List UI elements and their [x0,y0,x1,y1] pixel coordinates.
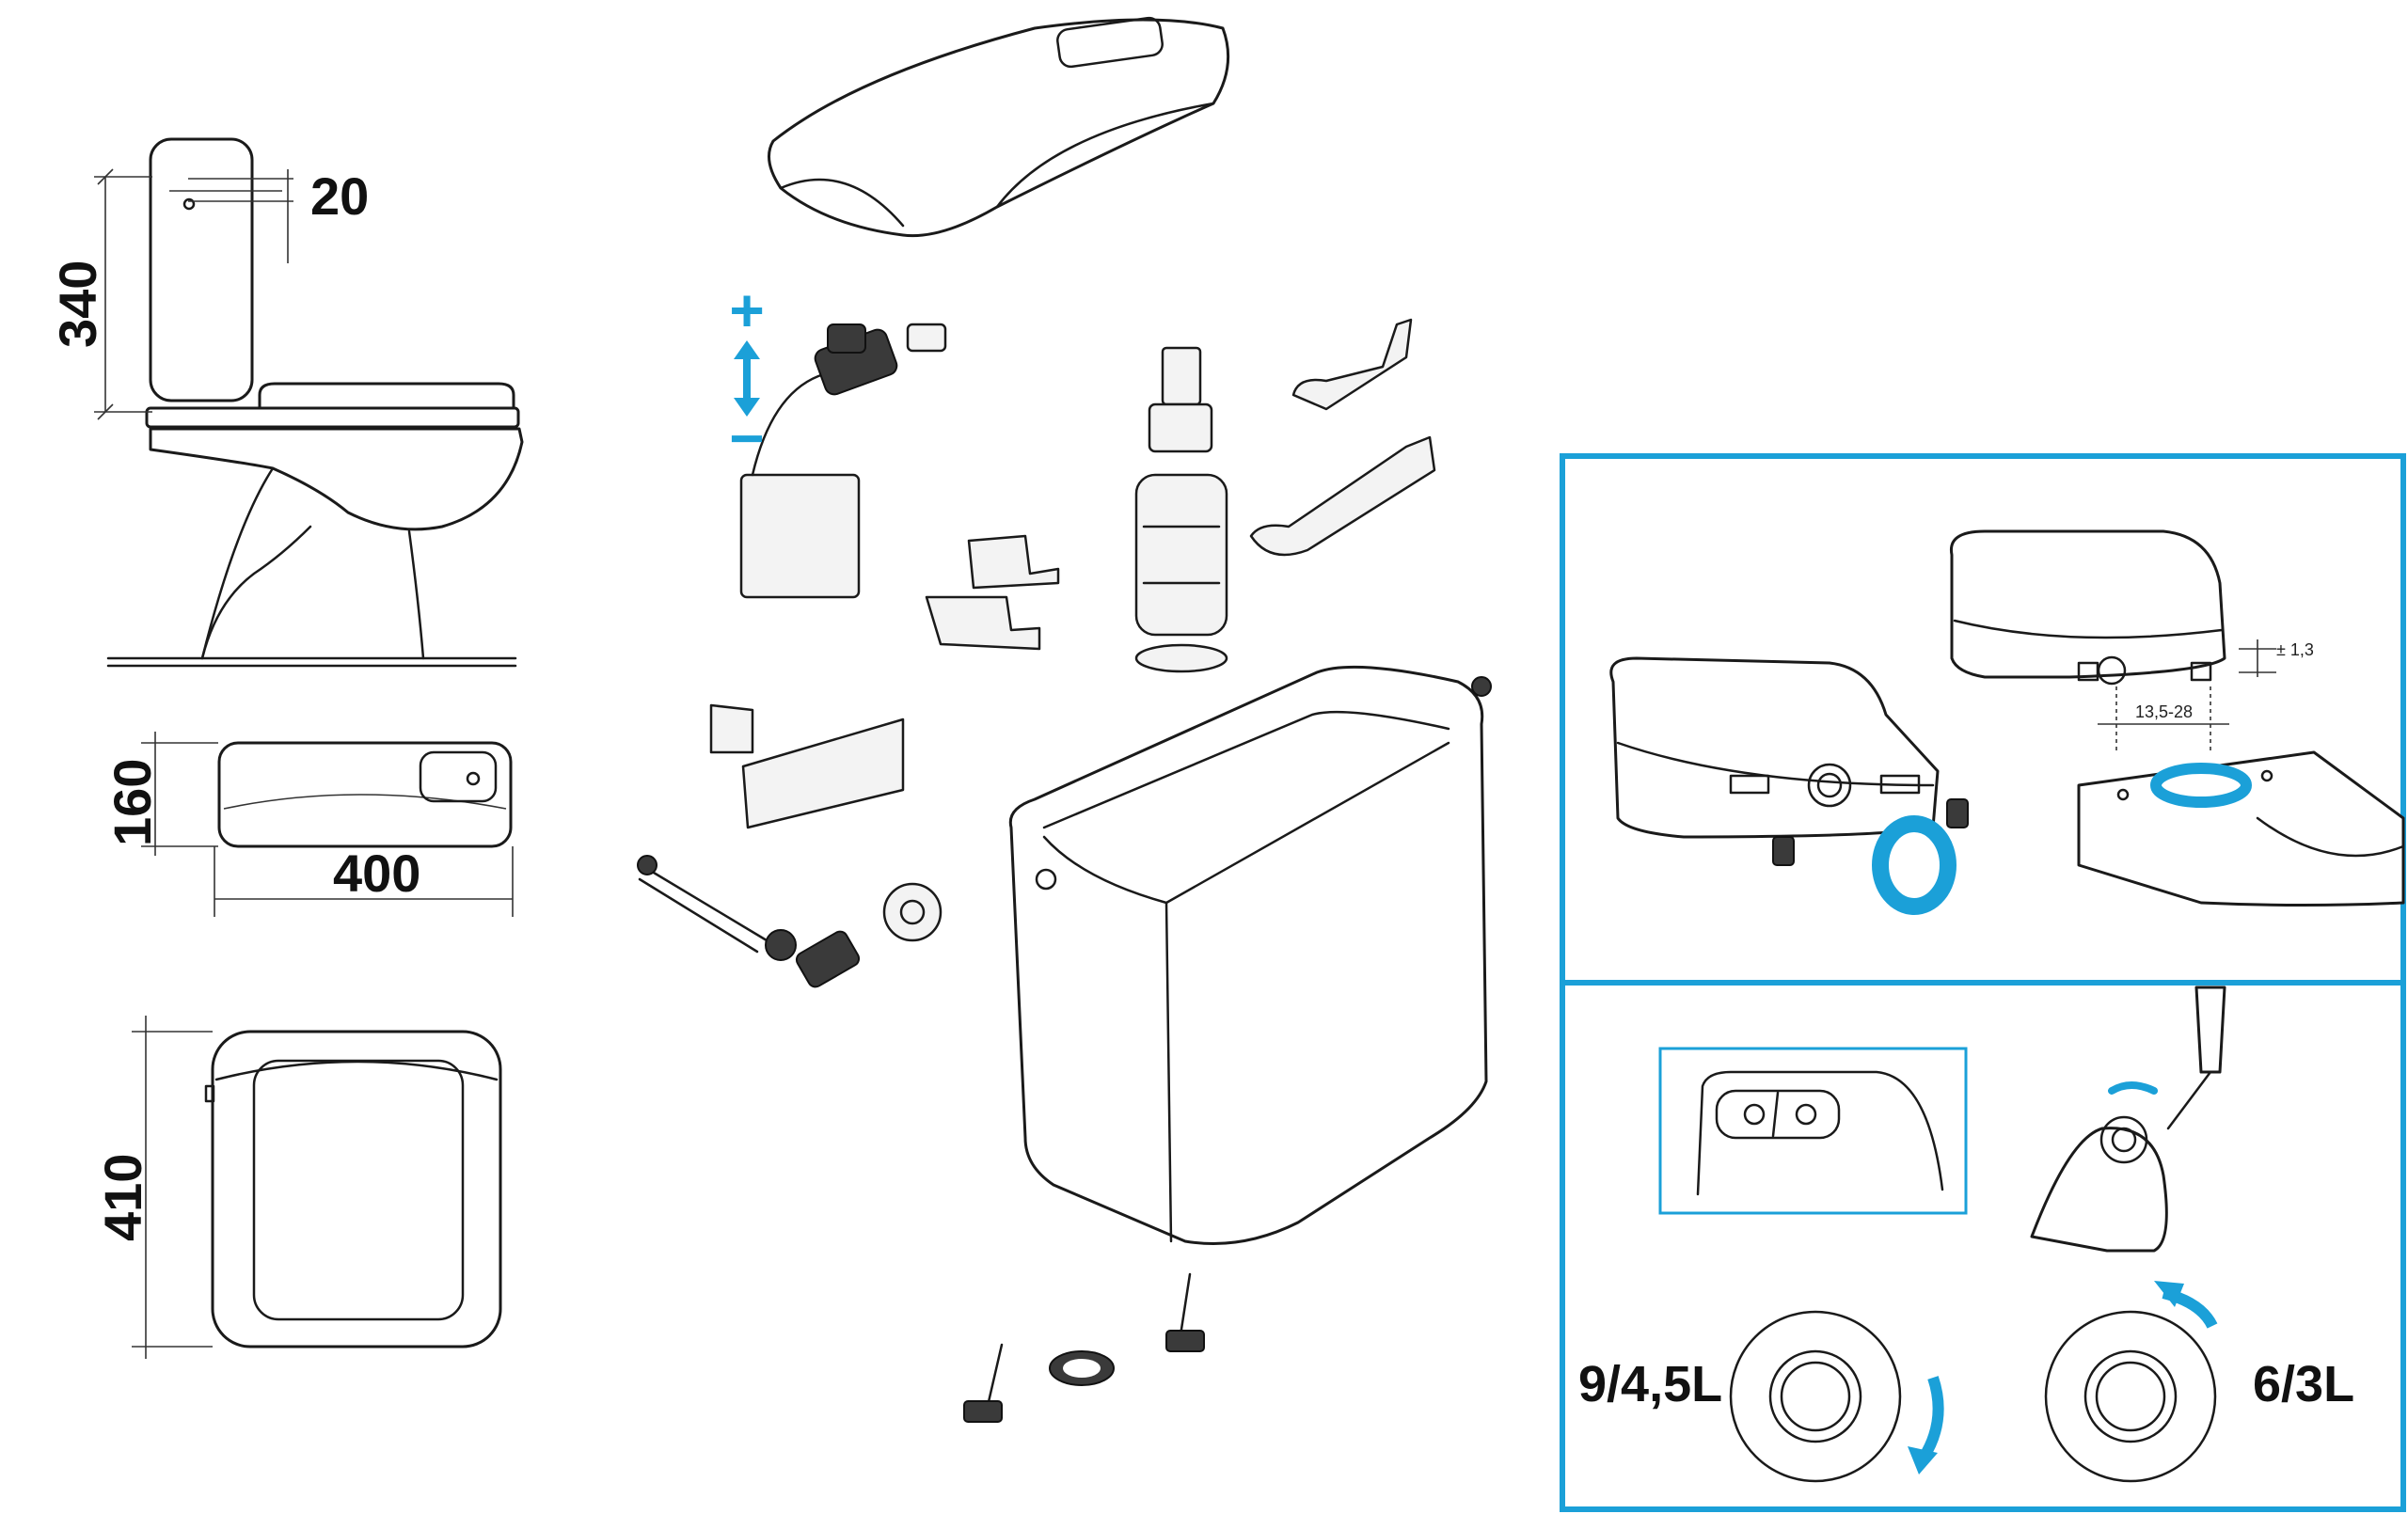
spacing-range-label: 13,5-28 [2135,702,2193,721]
flush-volume-full-label: 9/4,5L [1578,1356,1722,1412]
dimension-height-label: 410 [93,1154,152,1241]
installation-drawings [1609,529,2405,915]
exploded-parts [637,16,1492,1423]
dimension-depth-label: 160 [103,759,162,846]
dimension-offset-label: 20 [310,166,369,226]
flush-volume-panel [1560,980,2406,1512]
adjustment-plus-label: + [729,276,764,344]
height-tolerance-label: ± 1,3 [2276,640,2314,659]
flush-volume-drawings [1658,986,2226,1483]
top-view-drawing [141,732,514,917]
dimension-width-label: 400 [333,844,420,903]
flush-volume-reduced-label: 6/3L [2253,1356,2354,1412]
adjustment-minus-label: − [729,404,764,472]
front-view-drawing [132,1016,502,1359]
dimension-tank-height-label: 340 [48,260,107,348]
side-view-drawing [94,137,524,668]
